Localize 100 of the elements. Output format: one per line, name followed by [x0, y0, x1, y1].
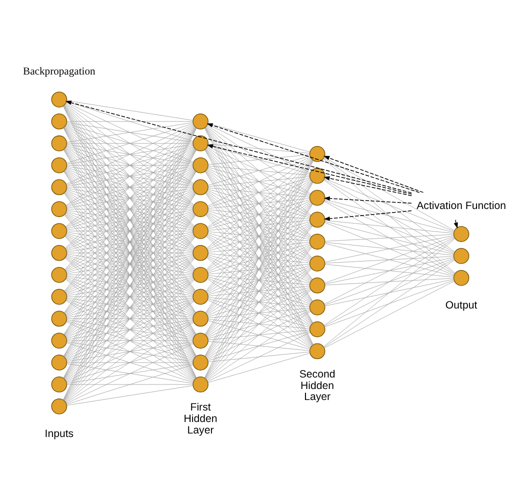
connector [324, 279, 454, 306]
connector [65, 214, 195, 336]
connector [206, 268, 312, 358]
connector [206, 236, 312, 325]
connector [324, 220, 454, 234]
connector [206, 247, 312, 379]
connector [66, 189, 194, 230]
connector [206, 290, 312, 380]
connector [206, 257, 312, 347]
node-circle [309, 256, 326, 272]
node-circle [192, 288, 208, 305]
label: First Hidden Layer [184, 402, 218, 436]
connector [66, 254, 194, 295]
connector [206, 192, 312, 302]
connector [66, 364, 194, 405]
connector [208, 232, 310, 262]
connector [324, 280, 455, 348]
connector [323, 158, 456, 274]
connector [324, 179, 455, 253]
connector [208, 352, 310, 383]
connector [66, 208, 194, 210]
connector [66, 300, 194, 360]
connector [66, 322, 194, 382]
connector [65, 126, 195, 248]
connector [324, 201, 455, 275]
connector [208, 146, 310, 195]
connector [208, 198, 310, 209]
connector [208, 278, 310, 326]
connector [66, 212, 194, 294]
arrow [206, 144, 412, 195]
connector [65, 104, 195, 226]
connector [66, 298, 193, 318]
connector [66, 234, 194, 294]
node-circle [51, 376, 68, 392]
connector [66, 167, 194, 208]
connector [66, 212, 194, 272]
connector [206, 168, 311, 238]
connector [324, 242, 454, 256]
connector [66, 143, 194, 144]
connector [66, 256, 194, 338]
connector [65, 280, 195, 402]
connector [206, 311, 311, 381]
node-circle [309, 168, 326, 184]
connector [208, 167, 310, 196]
connector [66, 145, 194, 186]
connector [66, 340, 194, 341]
connector [324, 278, 454, 286]
connector [208, 210, 310, 220]
connector [324, 280, 454, 328]
connector [206, 126, 312, 258]
arrow [324, 196, 412, 204]
connector [206, 158, 312, 248]
connector [206, 246, 312, 336]
connector [207, 178, 311, 228]
connector [324, 256, 454, 264]
node-circle [192, 223, 208, 239]
connector [65, 148, 194, 249]
connector [206, 278, 311, 348]
connector [206, 224, 312, 336]
node-circle [309, 146, 326, 162]
connector [208, 154, 310, 165]
connector [66, 211, 194, 252]
arrow [323, 156, 424, 193]
connector [65, 257, 194, 358]
connector [324, 264, 454, 278]
connector [208, 124, 310, 174]
connector [206, 190, 311, 260]
connector [206, 192, 312, 281]
connector [206, 268, 312, 380]
connector [65, 104, 194, 205]
connector [66, 256, 194, 316]
node-circle [51, 310, 68, 327]
connector [206, 159, 312, 270]
node-circle [309, 234, 326, 250]
connector [66, 296, 194, 298]
connector [324, 258, 455, 326]
node-circle [51, 92, 68, 108]
node-circle [51, 114, 68, 130]
connector [66, 320, 193, 340]
node-circle [51, 201, 68, 218]
connector [208, 297, 310, 307]
connector [66, 188, 193, 208]
label: Inputs [44, 428, 74, 440]
label: Output [445, 300, 478, 312]
connector [324, 257, 454, 284]
connector [324, 238, 455, 326]
connector [65, 300, 194, 402]
connector [66, 168, 194, 250]
connector [206, 234, 311, 304]
connector [66, 186, 194, 188]
connector [208, 220, 310, 231]
node-circle [309, 190, 326, 206]
connector [66, 343, 194, 404]
connector [206, 224, 312, 314]
connector [206, 267, 311, 337]
connector [66, 384, 194, 385]
label: Second Hidden Layer [299, 368, 336, 404]
connector [206, 212, 311, 282]
connector [207, 266, 311, 316]
connector [207, 332, 311, 382]
